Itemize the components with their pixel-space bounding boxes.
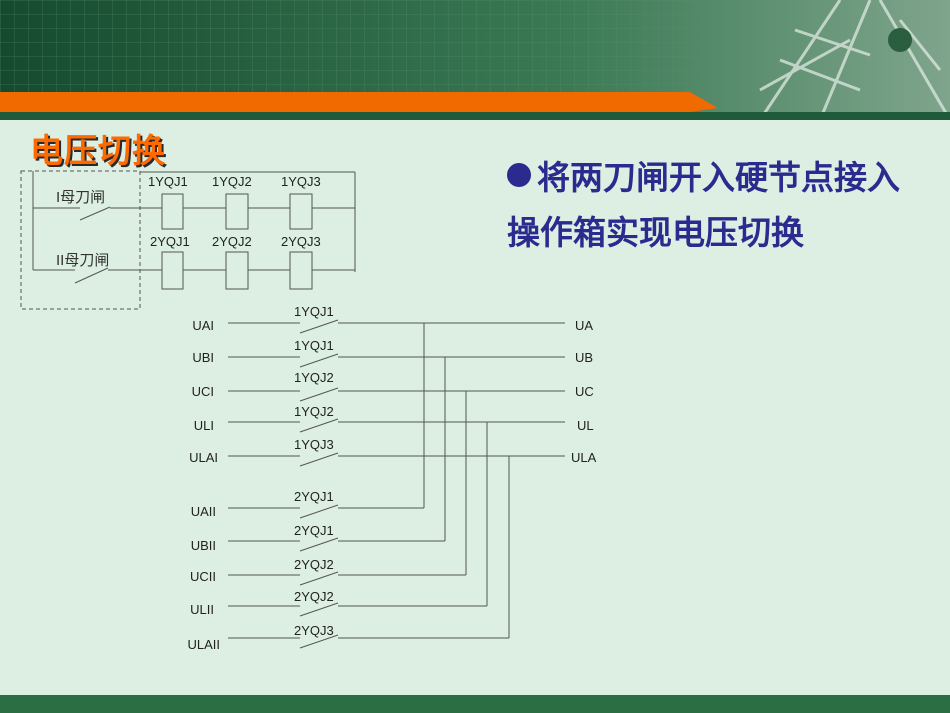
contact-label: 1YQJ2 [294,370,334,385]
input-label: UAII [191,504,216,519]
contact-label: 2YQJ1 [294,523,334,538]
relay-label: 2YQJ2 [212,234,252,249]
header-banner [0,0,950,120]
relay-label: 1YQJ3 [281,174,321,189]
contact-label: 1YQJ2 [294,404,334,419]
orange-arrow-bar [0,92,718,112]
bus2-switch-label: II母刀闸 [56,252,109,269]
contact-label: 1YQJ3 [294,437,334,452]
contact-label: 2YQJ3 [294,623,334,638]
relay-label: 2YQJ3 [281,234,321,249]
switch-input-box [20,170,141,310]
contact-label: 1YQJ1 [294,338,334,353]
input-label: ULAI [189,450,218,465]
bullet-point: 将两刀闸开入硬节点接入操作箱实现电压切换 [507,150,907,260]
tower-image [758,0,950,120]
slide-title: 电压切换 [30,131,166,170]
input-label: ULII [190,602,214,617]
relay-label: 1YQJ1 [148,174,188,189]
contact-label: 2YQJ2 [294,557,334,572]
relay-label: 1YQJ2 [212,174,252,189]
footer-band [0,695,950,713]
contact-label: 2YQJ1 [294,489,334,504]
bus1-switch-label: I母刀闸 [56,189,105,206]
output-label: UL [577,418,594,433]
worker-figure [888,28,912,52]
output-label: ULA [571,450,597,465]
input-label: ULI [194,418,214,433]
output-label: UB [575,350,593,365]
input-label: UBI [192,350,214,365]
contact-label: 2YQJ2 [294,589,334,604]
input-label: ULAII [187,637,220,652]
relay-label: 2YQJ1 [150,234,190,249]
header-graphic [0,0,950,120]
input-label: UCI [192,384,214,399]
contact-label: 1YQJ1 [294,304,334,319]
input-label: UCII [190,569,216,584]
bullet-dot-icon [507,163,531,187]
input-label: UBII [191,538,216,553]
bullet-text: 将两刀闸开入硬节点接入操作箱实现电压切换 [507,158,900,252]
switching-lines [228,319,565,649]
output-label: UC [575,384,594,399]
input-label: UAI [192,318,214,333]
output-label: UA [575,318,593,333]
slide-content [0,120,950,713]
